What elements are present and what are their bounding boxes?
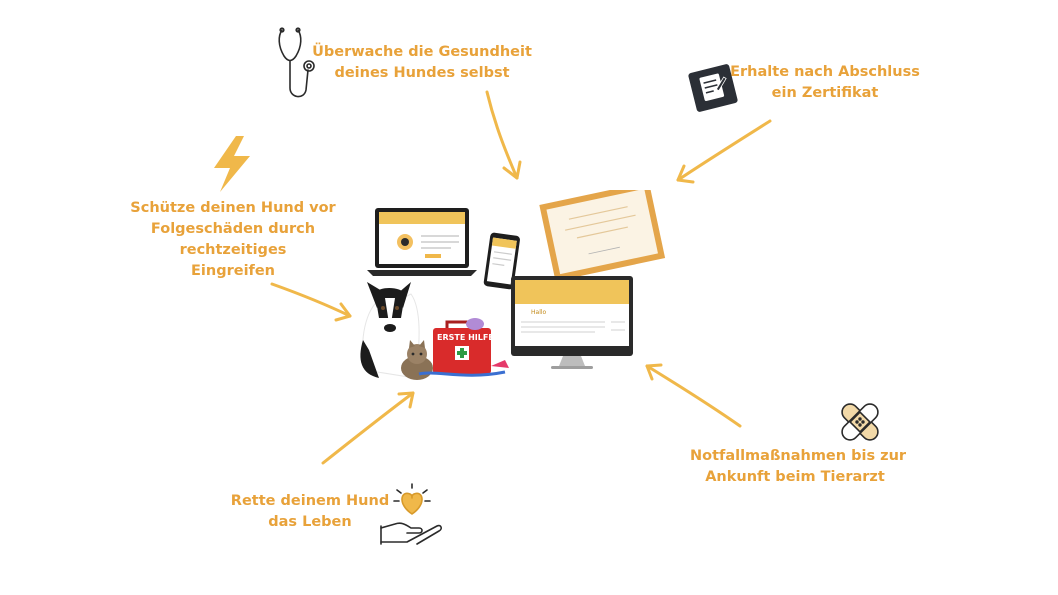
label-protect-line-2: Folgeschäden durch — [150, 221, 316, 237]
label-emergency-line-2: Ankunft beim Tierarzt — [705, 469, 885, 485]
label-health-line-2: deines Hundes selbst — [334, 65, 510, 81]
label-save-line-2: das Leben — [268, 514, 352, 530]
certificate-icon — [688, 62, 740, 118]
label-protect-line-1: Schütze deinen Hund vor — [130, 200, 336, 216]
label-certificate-line-2: ein Zertifikat — [771, 85, 879, 101]
first-aid-kit: ERSTE HILFE — [418, 318, 509, 377]
arrow-protect — [270, 282, 352, 322]
label-emergency: Notfallmaßnahmen bis zur Ankunft beim Ti… — [690, 446, 907, 488]
laptop — [367, 208, 477, 276]
certificate-frame — [539, 190, 666, 282]
bandage-icon — [836, 398, 884, 450]
label-health: Überwache die Gesundheit deines Hundes s… — [312, 42, 532, 84]
stethoscope-icon — [276, 26, 324, 110]
arrow-save — [321, 391, 415, 465]
label-emergency-line-1: Notfallmaßnahmen bis zur — [690, 448, 907, 464]
label-protect-line-3: rechtzeitiges — [179, 242, 287, 258]
kit-label: ERSTE HILFE — [437, 333, 494, 342]
arrow-certificate — [676, 119, 772, 184]
lightning-icon — [206, 134, 258, 198]
screen-title: Hallo — [531, 309, 547, 316]
arrow-emergency — [645, 363, 742, 428]
label-certificate: Erhalte nach Abschluss ein Zertifikat — [730, 62, 920, 104]
product-illustration: Hallo — [355, 190, 675, 390]
label-certificate-line-1: Erhalte nach Abschluss — [730, 64, 920, 80]
heart-hand-icon — [377, 482, 447, 554]
label-protect-line-4: Eingreifen — [191, 263, 275, 279]
monitor: Hallo — [511, 276, 633, 369]
label-protect: Schütze deinen Hund vor Folgeschäden dur… — [128, 198, 338, 282]
label-save: Rette deinem Hund das Leben — [230, 491, 390, 533]
label-health-line-1: Überwache die Gesundheit — [312, 44, 532, 60]
dog — [360, 282, 420, 379]
phone — [483, 232, 520, 290]
label-save-line-1: Rette deinem Hund — [230, 493, 390, 509]
arrow-health — [485, 90, 522, 180]
